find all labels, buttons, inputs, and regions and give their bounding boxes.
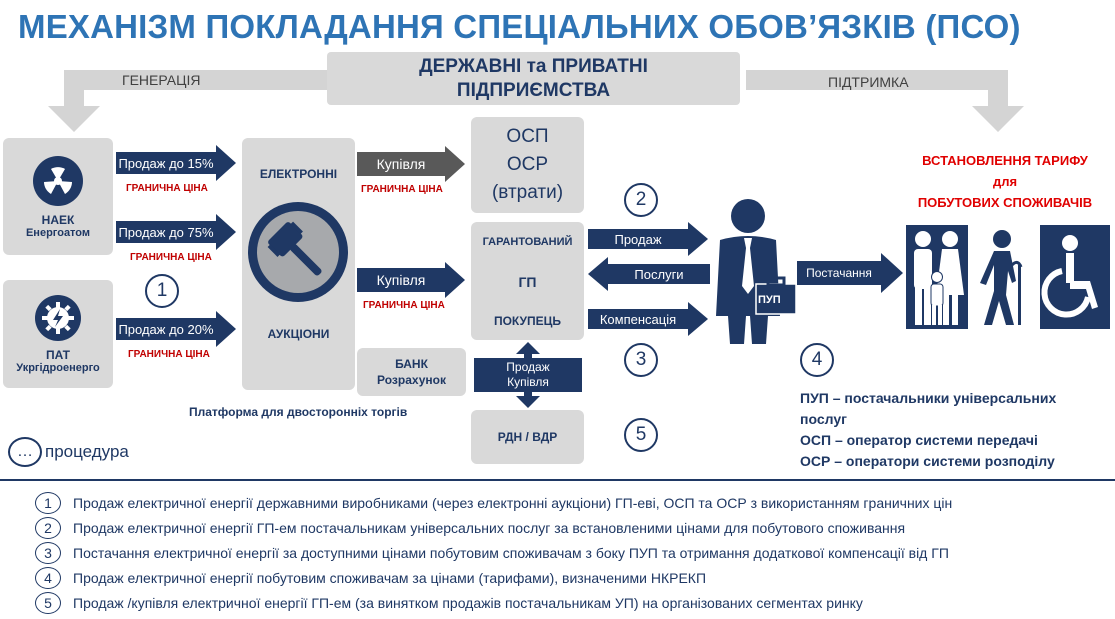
buy-arrow-gp: Купівля <box>357 262 465 298</box>
gp-line1: ГАРАНТОВАНИЙ <box>482 236 573 248</box>
auction-box: ЕЛЕКТРОННІ АУКЦІОНИ <box>242 138 355 390</box>
sale-text: Продаж <box>506 360 550 374</box>
bank-label: БАНК <box>395 357 428 371</box>
wheelchair-icon <box>1040 225 1110 329</box>
gp-line2: ГП <box>518 274 537 290</box>
cap-price-label: ГРАНИЧНА ЦІНА <box>361 184 443 195</box>
page-title: МЕХАНІЗМ ПОКЛАДАННЯ СПЕЦІАЛЬНИХ ОБОВ’ЯЗК… <box>18 8 1021 45</box>
services-flow-arrow: Послуги <box>588 257 710 291</box>
cap-price-label: ГРАНИЧНА ЦІНА <box>126 183 208 194</box>
platform-label: Платформа для двосторонніх торгів <box>189 405 408 419</box>
pup-label: ПУП <box>758 294 781 306</box>
legend-item-4: 4 Продаж електричної енергії побутовим с… <box>35 567 706 589</box>
definition-pup: ПУП – постачальники універсальних <box>800 390 1057 406</box>
step-number-2: 2 <box>624 183 658 217</box>
producer-sub: Укргідроенерго <box>16 362 100 374</box>
generation-arrow <box>48 70 328 132</box>
cap-price-label: ГРАНИЧНА ЦІНА <box>128 349 210 360</box>
osr-label: ОСР <box>506 154 549 175</box>
legend-number: 2 <box>35 517 61 539</box>
tariff-line2: для <box>992 174 1018 189</box>
producer-ukrhydroenergo: ПАТ Укргідроенерго <box>3 280 113 388</box>
procedure-symbol: … <box>8 437 42 467</box>
supplier-person-icon <box>716 199 797 344</box>
sale-buy-double-arrow <box>474 342 582 408</box>
sale-label: Продаж до 75% <box>116 221 216 243</box>
legend-text: Продаж електричної енергії ГП-ем постача… <box>73 520 906 536</box>
legend-text: Постачання електричної енергії за доступ… <box>73 545 949 561</box>
sale-flow-arrow: Продаж <box>588 222 708 256</box>
bank-box: БАНК Розрахунок <box>357 348 466 396</box>
legend-item-1: 1 Продаж електричної енергії державними … <box>35 492 952 514</box>
definition-osr: ОСР – оператори системи розподілу <box>800 453 1055 469</box>
step-number-5: 5 <box>624 418 658 452</box>
legend-number: 1 <box>35 492 61 514</box>
legend-text: Продаж електричної енергії побутовим спо… <box>73 570 707 586</box>
sale-label: Продаж до 15% <box>116 152 216 174</box>
services-flow-label: Послуги <box>608 264 710 284</box>
enterprises-line1: ДЕРЖАВНІ та ПРИВАТНІ <box>419 55 648 77</box>
step-number-3: 3 <box>624 343 658 377</box>
supply-flow-label: Постачання <box>797 261 881 285</box>
compensation-flow-arrow: Компенсація <box>588 302 708 336</box>
tariff-title: ВСТАНОВЛЕННЯ ТАРИФУ для ПОБУТОВИХ СПОЖИВ… <box>900 150 1110 213</box>
step-number-1: 1 <box>145 274 179 308</box>
definitions-block: ПУП – постачальники універсальних послуг… <box>800 388 1100 472</box>
sale-arrow-75: Продаж до 75% <box>116 214 236 250</box>
buy-label: Купівля <box>357 268 445 292</box>
cap-price-label: ГРАНИЧНА ЦІНА <box>130 252 212 263</box>
producer-sub: Енергоатом <box>25 226 91 239</box>
support-label: ПІДТРИМКА <box>828 74 909 90</box>
producer-name: ПАТ <box>45 348 71 362</box>
supply-flow-arrow: Постачання <box>797 253 903 293</box>
settlement-label: Розрахунок <box>377 373 446 387</box>
sale-buy-label: Продаж Купівля <box>474 358 582 392</box>
legend-item-2: 2 Продаж електричної енергії ГП-ем поста… <box>35 517 905 539</box>
legend-number: 3 <box>35 542 61 564</box>
generation-label: ГЕНЕРАЦІЯ <box>122 72 201 88</box>
gear-lightning-icon <box>35 295 81 341</box>
rdn-vdr-box: РДН / ВДР <box>471 410 584 464</box>
producer-name: НАЕК <box>41 212 75 227</box>
guaranteed-buyer-box: ГАРАНТОВАНИЙ ГП ПОКУПЕЦЬ <box>471 222 584 340</box>
enterprises-box: ДЕРЖАВНІ та ПРИВАТНІ ПІДПРИЄМСТВА <box>327 52 740 105</box>
sale-arrow-15: Продаж до 15% <box>116 145 236 181</box>
buy-text: Купівля <box>507 375 549 389</box>
legend-item-3: 3 Постачання електричної енергії за дост… <box>35 542 949 564</box>
legend-number: 4 <box>35 567 61 589</box>
elderly-person-icon <box>972 225 1034 329</box>
sale-arrow-20: Продаж до 20% <box>116 311 236 347</box>
osp-label: ОСП <box>506 126 549 147</box>
tariff-line3: ПОБУТОВИХ СПОЖИВАЧІВ <box>917 195 1093 210</box>
osp-osr-box: ОСП ОСР (втрати) <box>471 117 584 213</box>
legend-text: Продаж /купівля електричної енергії ГП-е… <box>73 595 863 611</box>
tariff-line1: ВСТАНОВЛЕННЯ ТАРИФУ <box>922 153 1088 168</box>
buy-arrow-osp: Купівля <box>357 146 465 182</box>
sale-label: Продаж до 20% <box>116 318 216 340</box>
cap-price-label: ГРАНИЧНА ЦІНА <box>363 300 445 311</box>
auction-bottom-label: АУКЦІОНИ <box>267 327 330 341</box>
gavel-icon <box>248 202 348 302</box>
legend-number: 5 <box>35 592 61 614</box>
definition-pup-cont: послуг <box>800 411 847 427</box>
legend-divider <box>0 479 1115 481</box>
enterprises-line2: ПІДПРИЄМСТВА <box>456 79 611 101</box>
compensation-flow-label: Компенсація <box>588 309 688 329</box>
family-icon <box>906 225 968 329</box>
buy-label: Купівля <box>357 152 445 176</box>
definition-osp: ОСП – оператор системи передачі <box>800 432 1038 448</box>
flow-arrows-top <box>48 70 1024 132</box>
auction-top-label: ЕЛЕКТРОННІ <box>259 167 338 181</box>
procedure-label: процедура <box>45 442 129 461</box>
producer-energoatom: НАЕК Енергоатом <box>3 138 113 255</box>
legend-item-5: 5 Продаж /купівля електричної енергії ГП… <box>35 592 863 614</box>
losses-label: (втрати) <box>491 182 564 203</box>
support-arrow <box>746 70 1024 132</box>
radiation-icon <box>33 155 83 206</box>
step-number-4: 4 <box>800 343 834 377</box>
legend-text: Продаж електричної енергії державними ви… <box>73 495 953 511</box>
sale-flow-label: Продаж <box>588 229 688 249</box>
gp-line3: ПОКУПЕЦЬ <box>493 314 562 328</box>
